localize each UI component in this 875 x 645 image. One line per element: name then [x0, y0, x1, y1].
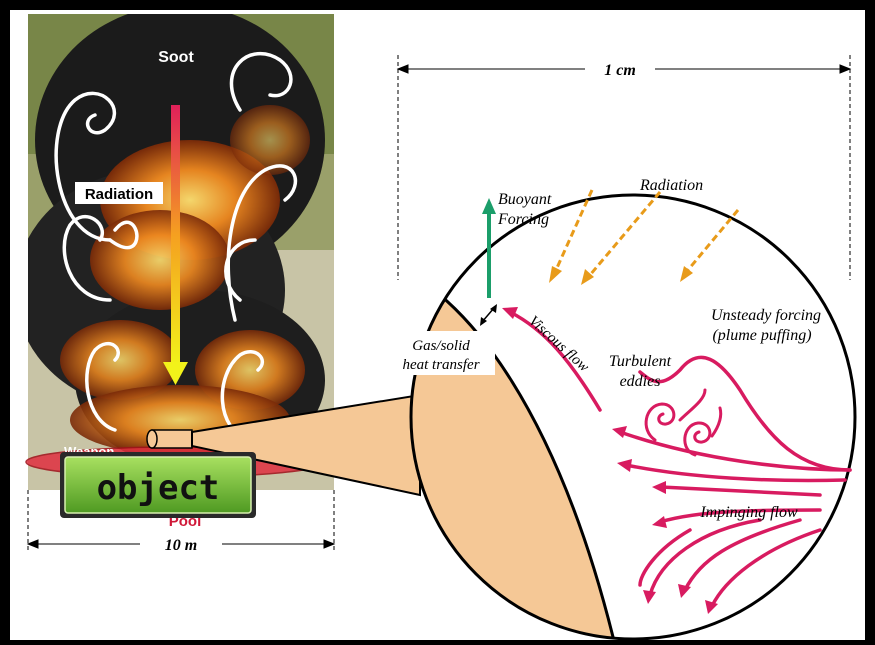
object-button-label: object	[97, 468, 220, 508]
object-button[interactable]: object	[60, 452, 256, 518]
weapon-cylinder-end	[147, 430, 157, 448]
label-turbulent-1: Turbulent	[609, 353, 672, 370]
label-scale-1cm: 1 cm	[604, 62, 636, 79]
label-impinging-flow: Impinging flow	[699, 504, 798, 521]
label-buoyant-1: Buoyant	[498, 191, 552, 208]
label-unsteady-2: (plume puffing)	[712, 327, 811, 344]
label-turbulent-2: eddies	[620, 373, 661, 390]
weapon-cylinder	[152, 430, 192, 448]
label-buoyant-2: Forcing	[497, 211, 549, 228]
label-radiation-right: Radiation	[639, 177, 703, 194]
label-gas-solid-1: Gas/solid	[412, 338, 470, 354]
label-gas-solid-2: heat transfer	[402, 357, 479, 373]
label-unsteady-1: Unsteady forcing	[711, 307, 821, 324]
label-soot: Soot	[158, 49, 194, 66]
label-radiation-left: Radiation	[85, 186, 153, 203]
label-scale-10m: 10 m	[165, 537, 197, 554]
soot-arrow-shaft	[171, 105, 180, 365]
